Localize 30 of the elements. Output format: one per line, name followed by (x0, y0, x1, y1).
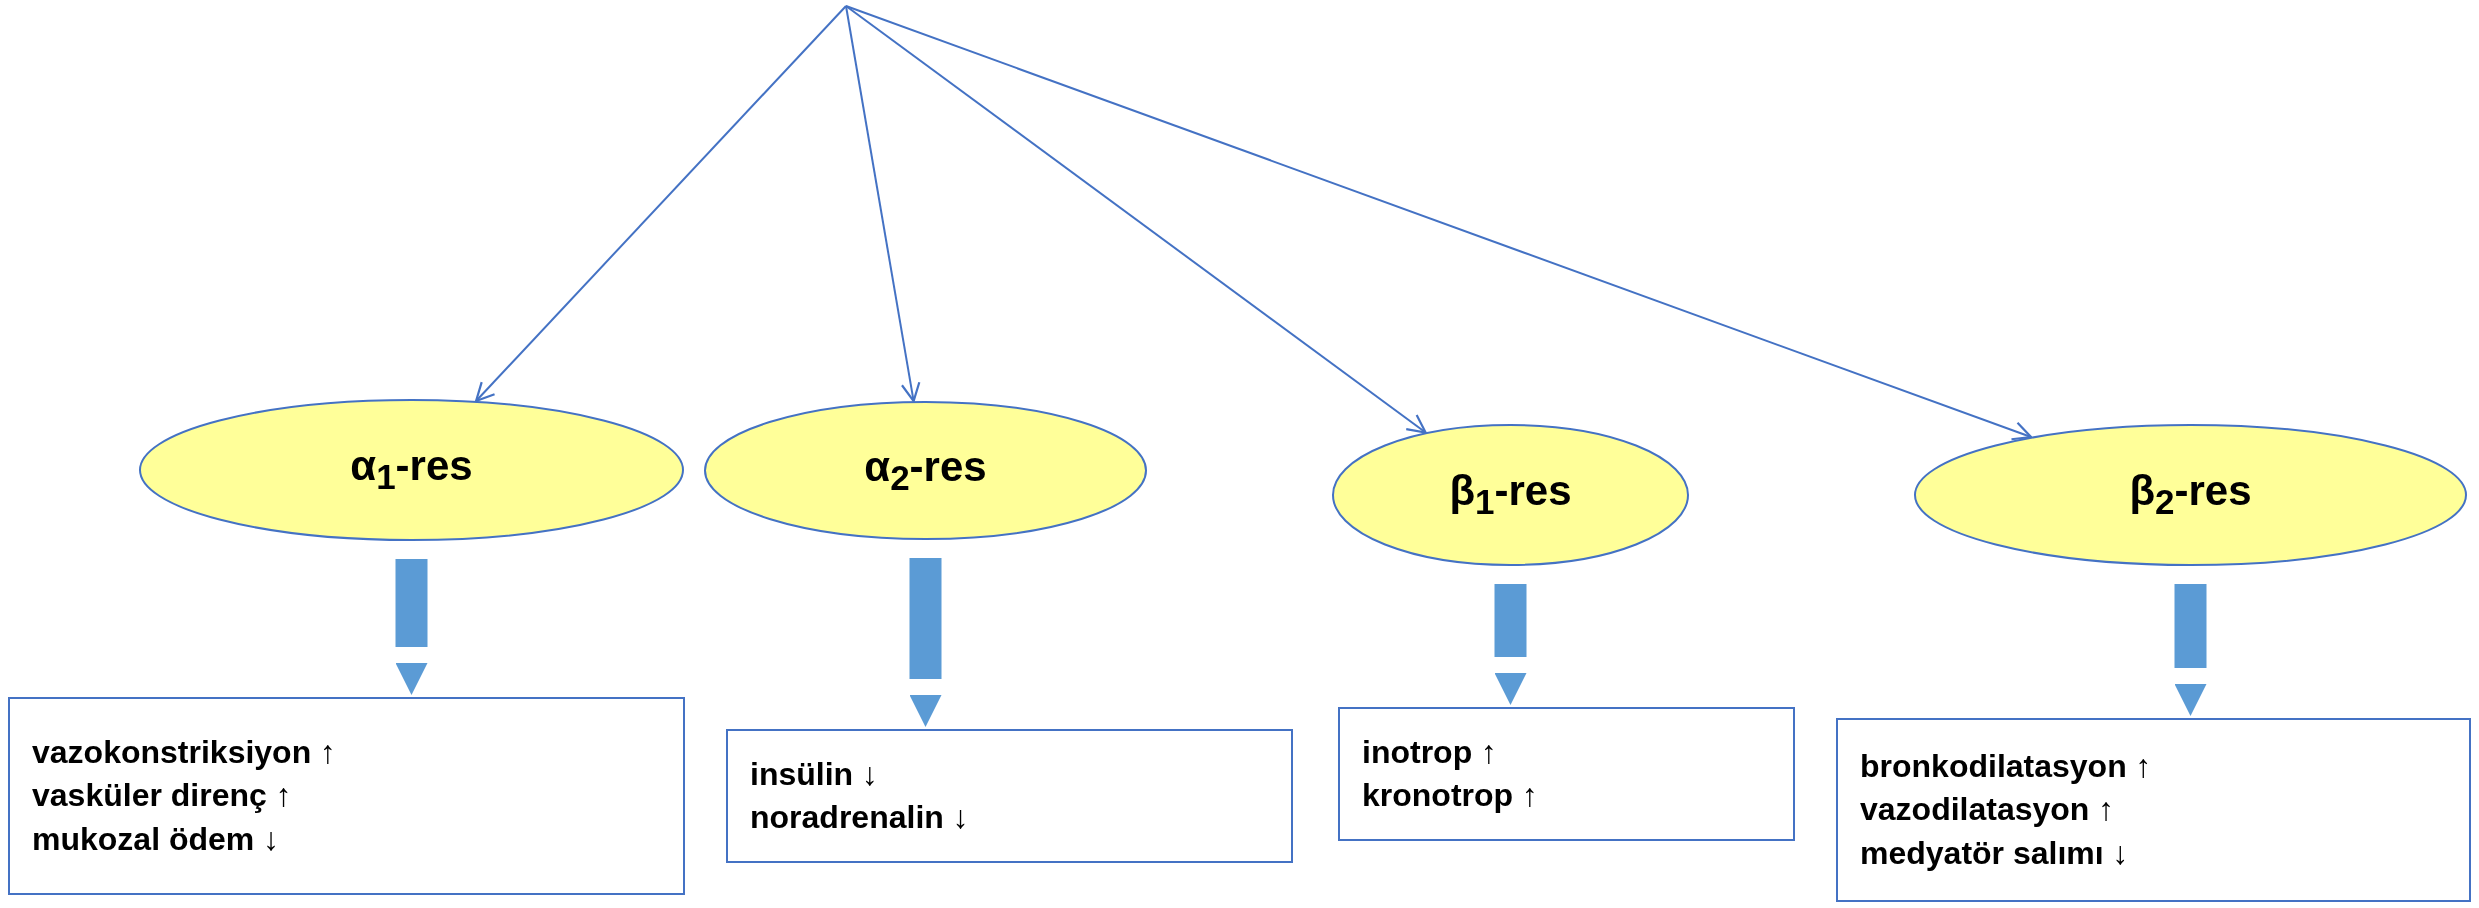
effect-text: medyatör salımı ↓ (1860, 833, 2130, 873)
effect-text: noradrenalin ↓ (750, 798, 970, 837)
effect-box (1836, 718, 2471, 902)
effect-text: vasküler direnç ↑ (32, 776, 293, 816)
effect-text: kronotrop ↑ (1362, 776, 1539, 815)
effect-text: vazodilatasyon ↑ (1860, 790, 2116, 830)
receptor-ellipse (1914, 424, 2467, 566)
arrow (845, 5, 1427, 434)
effect-text: vazokonstriksiyon ↑ (32, 733, 338, 773)
block-arrow (395, 559, 428, 695)
effect-box (8, 697, 685, 895)
effect-box (726, 729, 1293, 863)
effect-text: mukozal ödem ↓ (32, 819, 281, 859)
receptor-ellipse (704, 401, 1147, 540)
block-arrow (2174, 584, 2207, 716)
receptor-label: α$_{1}$-res (350, 442, 473, 498)
receptor-label: α$_{2}$-res (864, 442, 987, 499)
effect-text: insülin ↓ (750, 754, 879, 794)
receptor-ellipse (1332, 424, 1689, 566)
arrow (845, 5, 921, 403)
receptor-label: β$_{1}$-res (1449, 467, 1572, 523)
block-arrow (909, 558, 942, 727)
effect-text: bronkodilatasyon ↑ (1860, 747, 2153, 787)
block-arrow (1494, 584, 1527, 705)
effect-text: inotrop ↑ (1362, 732, 1499, 772)
receptor-ellipse (139, 399, 684, 541)
receptor-label: β$_{2}$-res (2129, 467, 2252, 523)
arrow (475, 5, 847, 403)
arrow (845, 5, 2033, 441)
effect-box (1338, 707, 1795, 841)
